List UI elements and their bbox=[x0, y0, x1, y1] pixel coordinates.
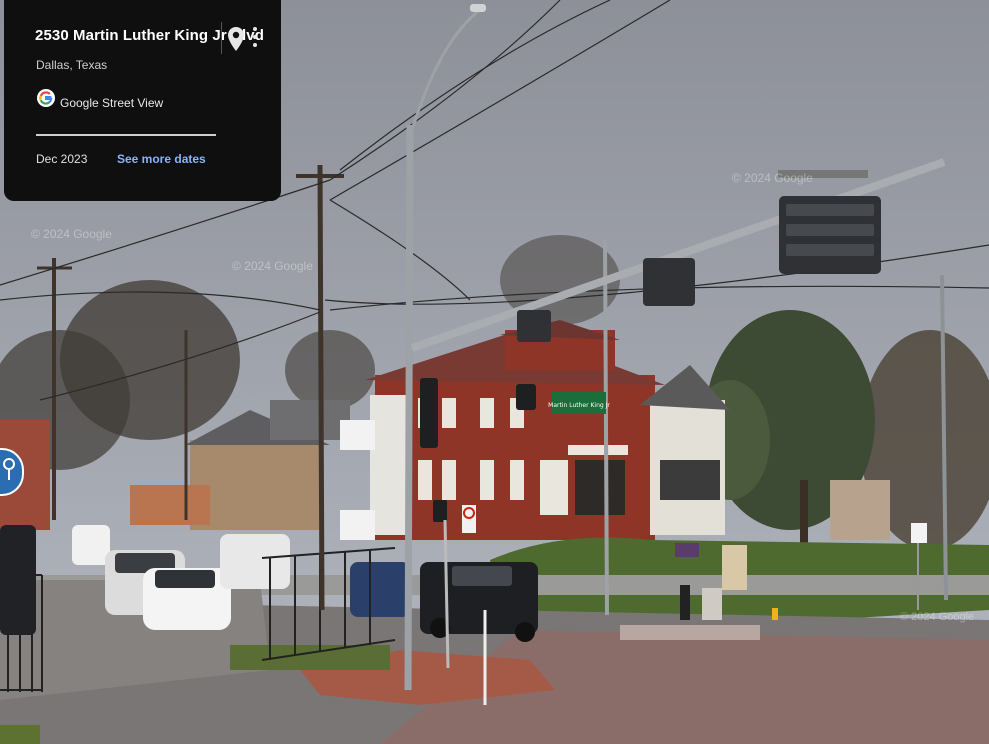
more-options-icon[interactable] bbox=[248, 24, 262, 52]
watermark: © 2024 Google bbox=[732, 171, 813, 185]
capture-date: Dec 2023 bbox=[36, 152, 88, 166]
fence bbox=[0, 547, 396, 692]
houses-left bbox=[0, 400, 350, 530]
watermark: © 2024 Google bbox=[232, 259, 313, 273]
location-info-card: 2530 Martin Luther King Jr Blvd Dallas, … bbox=[4, 0, 281, 201]
map-pin-icon[interactable] bbox=[227, 26, 245, 52]
street-light bbox=[404, 4, 948, 691]
grass-bottom bbox=[0, 725, 40, 744]
timeline-bar bbox=[36, 134, 216, 136]
see-more-dates-link[interactable]: See more dates bbox=[117, 152, 206, 166]
watermark: © 2024 Google bbox=[31, 227, 112, 241]
street-name-sign: Martin Luther King Jr bbox=[548, 392, 610, 414]
address-title: 2530 Martin Luther King Jr Blvd bbox=[35, 27, 264, 44]
parked-cars bbox=[0, 525, 538, 642]
watermark: © 2024 Google bbox=[900, 611, 974, 623]
house-right bbox=[640, 365, 890, 540]
city-label: Dallas, Texas bbox=[36, 58, 108, 72]
small-signs bbox=[443, 505, 927, 705]
road-right bbox=[380, 630, 989, 744]
crosswalk bbox=[620, 625, 760, 640]
divider bbox=[221, 22, 222, 54]
street-sign-text: Martin Luther King Jr bbox=[548, 402, 610, 409]
traffic-signal-mast bbox=[410, 158, 946, 522]
google-g-icon bbox=[37, 89, 55, 107]
service-label: Google Street View bbox=[60, 96, 164, 110]
grass-strip bbox=[230, 645, 390, 670]
trees bbox=[0, 235, 989, 550]
